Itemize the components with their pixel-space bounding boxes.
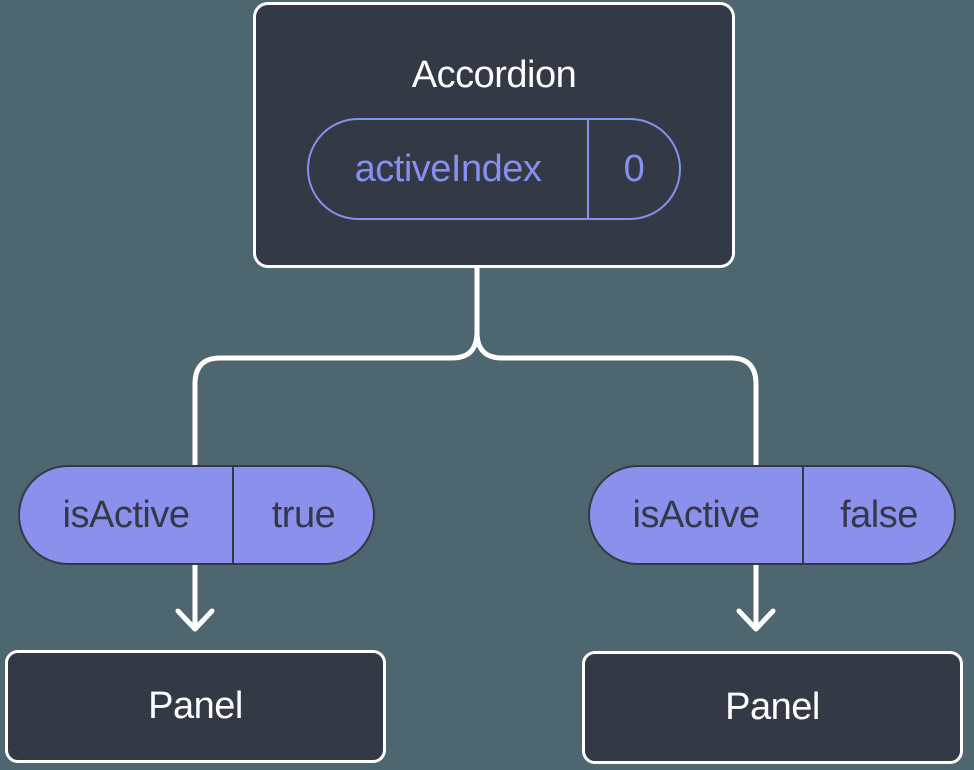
state-value: 0: [623, 147, 645, 190]
panel-title: Panel: [725, 686, 820, 728]
pill-divider: [587, 120, 589, 218]
panel-component-box: Panel: [582, 651, 963, 764]
prop-pill-isactive-true: isActive true: [18, 465, 375, 565]
state-pill: activeIndex 0: [307, 118, 681, 220]
prop-pill-isactive-false: isActive false: [588, 465, 956, 565]
state-name: activeIndex: [354, 147, 542, 190]
accordion-title: Accordion: [411, 54, 577, 96]
prop-value: true: [271, 493, 336, 536]
pill-divider: [232, 467, 234, 563]
panel-title: Panel: [148, 685, 243, 727]
fork-connector-right: [474, 329, 759, 473]
fork-connector-left: [192, 261, 480, 473]
prop-name: isActive: [632, 493, 760, 536]
accordion-component-box: Accordion activeIndex 0: [253, 2, 735, 268]
prop-value: false: [840, 493, 918, 536]
pill-divider: [802, 467, 804, 563]
panel-component-box: Panel: [5, 650, 386, 763]
prop-name: isActive: [62, 493, 190, 536]
arrow-down-icon: [736, 608, 776, 632]
arrow-down-icon: [175, 608, 215, 632]
